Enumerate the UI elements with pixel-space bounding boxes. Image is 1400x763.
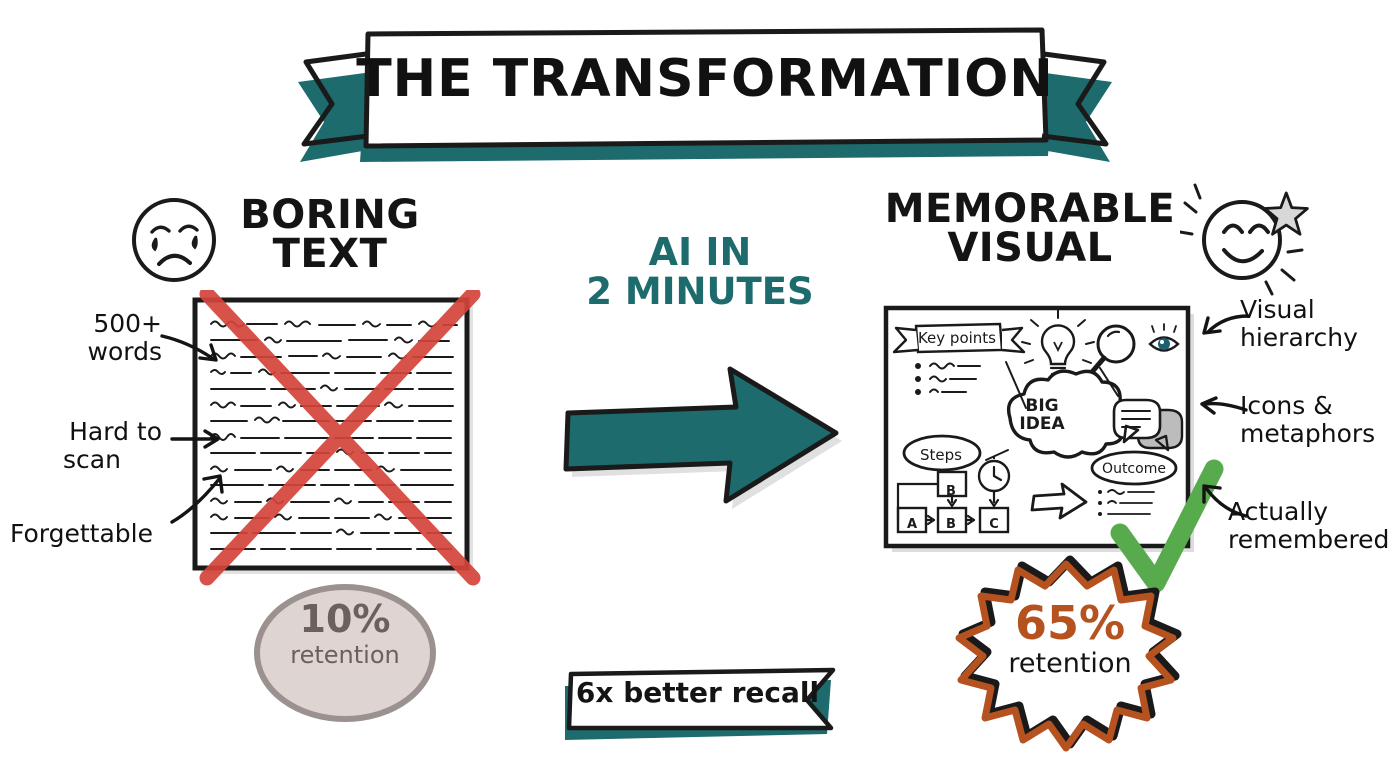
recall-banner-text: 6x better recall xyxy=(575,676,820,709)
retention-badge-right xyxy=(955,555,1182,752)
star-icon xyxy=(1263,191,1309,236)
flow-chart xyxy=(896,470,1010,534)
boring-heading-line1: BORING xyxy=(240,192,420,238)
boring-text-heading: BORING TEXT xyxy=(215,192,445,278)
retention-right-label: retention xyxy=(1008,648,1132,679)
annotation-hard-to-scan: Hard to scan xyxy=(22,418,162,474)
big-idea-line1: BIG xyxy=(1025,396,1059,416)
ribbon-tail-left-outline xyxy=(301,51,369,147)
annotation-hard-to-scan-line2: scan xyxy=(63,445,121,474)
badge-left-shape xyxy=(254,584,436,722)
arrow-hard-to-scan-icon xyxy=(170,429,220,449)
title-ribbon-svg xyxy=(298,27,1112,162)
panel-bullet-lines xyxy=(915,362,981,395)
transformation-arrow-icon xyxy=(563,366,842,509)
block-arrow-icon xyxy=(1030,482,1088,520)
annotation-icons-metaphors: Icons & metaphors xyxy=(1240,392,1400,448)
key-points-label: Key points xyxy=(917,329,997,347)
annotation-hard-to-scan-line1: Hard to xyxy=(69,417,162,446)
smiley-rays xyxy=(1180,183,1304,296)
outcome-bullets xyxy=(1098,489,1155,516)
title-ribbon: THE TRANSFORMATION xyxy=(290,22,1120,172)
flow-node-c: C xyxy=(989,517,999,532)
green-check-icon xyxy=(1110,459,1224,593)
memorable-heading-line2: VISUAL xyxy=(947,225,1113,272)
steps-ellipse xyxy=(902,434,982,472)
annotation-500-words: 500+ words xyxy=(32,310,162,366)
ai-caption: AI IN 2 MINUTES xyxy=(555,230,845,314)
arrow-forgettable-icon xyxy=(170,474,224,524)
arrow-icons-metaphors-icon xyxy=(1200,396,1248,415)
arrow-actually-remembered-icon xyxy=(1202,484,1248,518)
memorable-heading-line1: MEMORABLE xyxy=(884,186,1176,232)
recall-banner xyxy=(565,667,836,740)
big-idea-line2: IDEA xyxy=(1019,413,1065,434)
red-x-mark xyxy=(199,290,481,586)
recall-banner-panel xyxy=(566,667,836,731)
smiley-face-icon xyxy=(1180,183,1309,296)
retention-left-label: retention xyxy=(290,641,400,669)
sad-face-icon xyxy=(132,198,216,282)
arrow-visual-hierarchy-icon xyxy=(1202,314,1250,335)
speech-bubbles-icon xyxy=(1112,398,1184,452)
annotation-icons-metaphors-line2: metaphors xyxy=(1240,419,1376,448)
annotation-actually-remembered-line1: Actually xyxy=(1228,497,1329,526)
outcome-ellipse xyxy=(1090,450,1178,486)
annotation-visual-hierarchy-line2: hierarchy xyxy=(1240,323,1358,352)
annotation-actually-remembered: Actually remembered xyxy=(1228,498,1400,554)
flow-chart-arrows xyxy=(896,482,1000,526)
big-idea-label: BIG IDEA xyxy=(1005,396,1079,434)
annotation-forgettable-line1: Forgettable xyxy=(10,519,153,548)
arrow-500-words-icon xyxy=(160,334,218,362)
retention-badge-left xyxy=(254,584,436,722)
ai-caption-line2: 2 MINUTES xyxy=(586,270,814,314)
retention-badge-right-text: 65% retention xyxy=(975,600,1165,679)
magnifier-icon xyxy=(1089,324,1136,375)
retention-right-value: 65% xyxy=(1014,596,1126,650)
steps-label: Steps xyxy=(920,446,962,464)
arrow-body xyxy=(563,366,839,504)
document-text-lines xyxy=(210,320,458,550)
key-points-ribbon xyxy=(892,322,1026,354)
annotation-visual-hierarchy: Visual hierarchy xyxy=(1240,296,1400,352)
ribbon-panel xyxy=(363,27,1049,149)
ribbon-tail-right-teal xyxy=(1038,72,1112,162)
boring-heading-line2: TEXT xyxy=(272,231,388,278)
annotation-visual-hierarchy-line1: Visual xyxy=(1240,295,1315,324)
retention-left-value: 10% xyxy=(299,597,391,641)
annotation-forgettable: Forgettable xyxy=(10,520,195,548)
boring-document xyxy=(192,290,481,586)
flow-node-b-top: B xyxy=(946,484,956,499)
eye-icon xyxy=(1148,323,1180,352)
flow-node-a: A xyxy=(906,517,918,532)
ai-caption-line1: AI IN xyxy=(648,230,752,274)
flow-node-b-bottom: B xyxy=(946,517,956,532)
annotation-actually-remembered-line2: remembered xyxy=(1228,525,1390,554)
outcome-label: Outcome xyxy=(1102,461,1166,477)
annotation-icons-metaphors-line1: Icons & xyxy=(1240,391,1333,420)
annotation-500-words-line2: words xyxy=(87,337,162,366)
ribbon-tail-right-outline xyxy=(1041,51,1109,147)
annotation-500-words-line1: 500+ xyxy=(93,309,162,338)
retention-badge-left-text: 10% retention xyxy=(255,600,435,669)
memorable-visual-heading: MEMORABLE VISUAL xyxy=(880,186,1180,272)
memorable-visual-panel xyxy=(883,305,1194,552)
clock-icon xyxy=(977,456,1011,493)
ribbon-tail-left-teal xyxy=(298,72,372,162)
starburst-orange-outline xyxy=(955,560,1177,752)
